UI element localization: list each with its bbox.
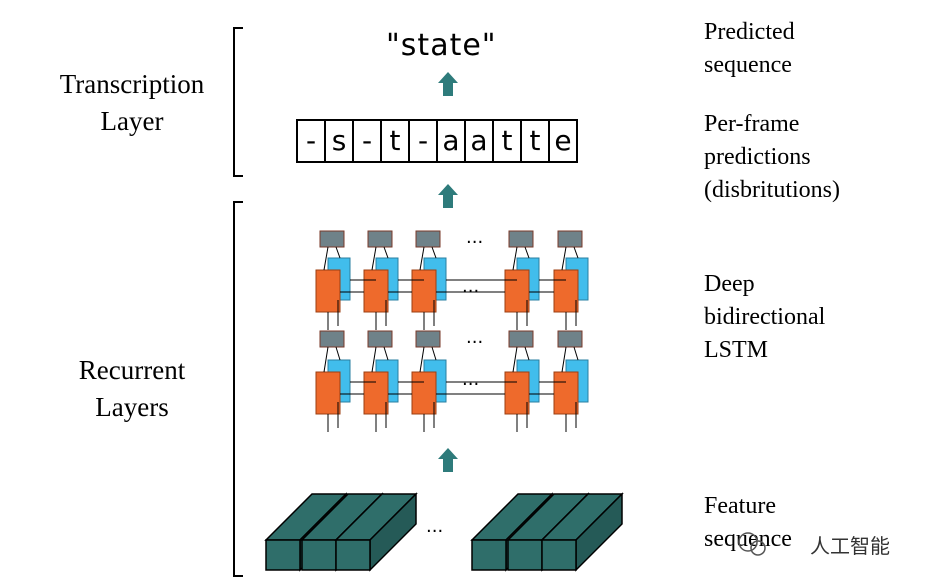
predicted-sequence-line1: Predicted (704, 19, 795, 45)
lstm-output-cell (319, 230, 345, 248)
predicted-sequence-line2: sequence (704, 52, 792, 78)
lstm-forward-cell (553, 269, 579, 313)
transcription-label-line1: Transcription (59, 69, 205, 99)
connector-line (419, 346, 425, 373)
connector-line (419, 246, 425, 271)
frame-cell: t (522, 121, 550, 161)
connector-line (561, 246, 567, 271)
ellipsis-text: ... (466, 227, 483, 248)
lstm-line1: Deep (704, 271, 755, 297)
ellipsis-text: ... (462, 369, 479, 390)
connector-line (371, 246, 377, 271)
frame-cell: a (466, 121, 494, 161)
transcription-layer-label: Transcription Layer (12, 66, 252, 140)
connector-line (573, 346, 579, 361)
wechat-logo-icon (738, 532, 758, 552)
frame-cell: - (410, 121, 438, 161)
lstm-forward-cell (504, 269, 530, 313)
lstm-output-cell (367, 330, 393, 348)
lstm-line3: LSTM (704, 337, 769, 363)
connector-line (383, 246, 389, 259)
lstm-forward-cell (411, 371, 437, 415)
recurrent-layers-label: Recurrent Layers (12, 352, 252, 426)
frame-cell: a (438, 121, 466, 161)
connector-line (323, 346, 329, 373)
lstm-output-cell (367, 230, 393, 248)
per-frame-label: Per-frame predictions (disbritutions) (704, 108, 840, 207)
recurrent-label-line1: Recurrent (78, 355, 186, 385)
connector-line (561, 346, 567, 373)
frame-cell: e (550, 121, 578, 161)
feature-box-front (507, 539, 543, 571)
lstm-output-cell (319, 330, 345, 348)
connector-line (524, 346, 530, 361)
lstm-forward-cell (315, 371, 341, 415)
feature-box-front (335, 539, 371, 571)
connector-line (512, 346, 518, 373)
connector-line (335, 246, 341, 259)
connector-line (371, 346, 377, 373)
up-arrow-icon (438, 72, 458, 96)
recurrent-bracket (233, 201, 243, 577)
per-frame-line1: Per-frame (704, 111, 800, 137)
lstm-output-cell (508, 230, 534, 248)
lstm-forward-cell (363, 371, 389, 415)
feature-box-front (541, 539, 577, 571)
up-arrow-icon (438, 448, 458, 472)
connector-line (431, 346, 437, 361)
predicted-sequence-label: Predicted sequence (704, 16, 795, 82)
ellipsis-text: ... (466, 327, 483, 348)
frame-cell: - (298, 121, 326, 161)
lstm-forward-cell (553, 371, 579, 415)
lstm-output-cell (508, 330, 534, 348)
connector-line (512, 246, 518, 271)
up-arrow-icon (438, 184, 458, 208)
lstm-forward-cell (363, 269, 389, 313)
lstm-forward-cell (411, 269, 437, 313)
ellipsis-text: ... (462, 276, 479, 297)
transcription-label-line2: Layer (100, 106, 164, 136)
frame-cell: s (326, 121, 354, 161)
feature-line2: sequence (704, 526, 792, 552)
connector-line (431, 246, 437, 259)
feature-box-front (471, 539, 507, 571)
connector-line (323, 246, 329, 271)
feature-box-front (265, 539, 301, 571)
feature-box-front (301, 539, 337, 571)
transcription-bracket (233, 27, 243, 177)
connector-line (335, 346, 341, 361)
per-frame-line2: predictions (704, 144, 811, 170)
recurrent-label-line2: Layers (95, 392, 169, 422)
predicted-text: "state" (386, 28, 497, 63)
lstm-output-cell (557, 330, 583, 348)
frame-cell: - (354, 121, 382, 161)
lstm-output-cell (415, 330, 441, 348)
lstm-output-cell (415, 230, 441, 248)
lstm-forward-cell (504, 371, 530, 415)
connector-line (383, 346, 389, 361)
connector-line (524, 246, 530, 259)
lstm-forward-cell (315, 269, 341, 313)
lstm-label: Deep bidirectional LSTM (704, 268, 825, 367)
feature-sequence-label: Feature sequence (704, 490, 792, 556)
feature-line1: Feature (704, 493, 776, 519)
per-frame-line3: (disbritutions) (704, 177, 840, 203)
ellipsis-text: ... (426, 516, 443, 537)
lstm-line2: bidirectional (704, 304, 826, 330)
wechat-logo-icon (750, 540, 766, 556)
frame-cell: t (494, 121, 522, 161)
lstm-output-cell (557, 230, 583, 248)
frame-cell: t (382, 121, 410, 161)
connector-line (573, 246, 579, 259)
watermark-text: 人工智能 (810, 534, 890, 558)
